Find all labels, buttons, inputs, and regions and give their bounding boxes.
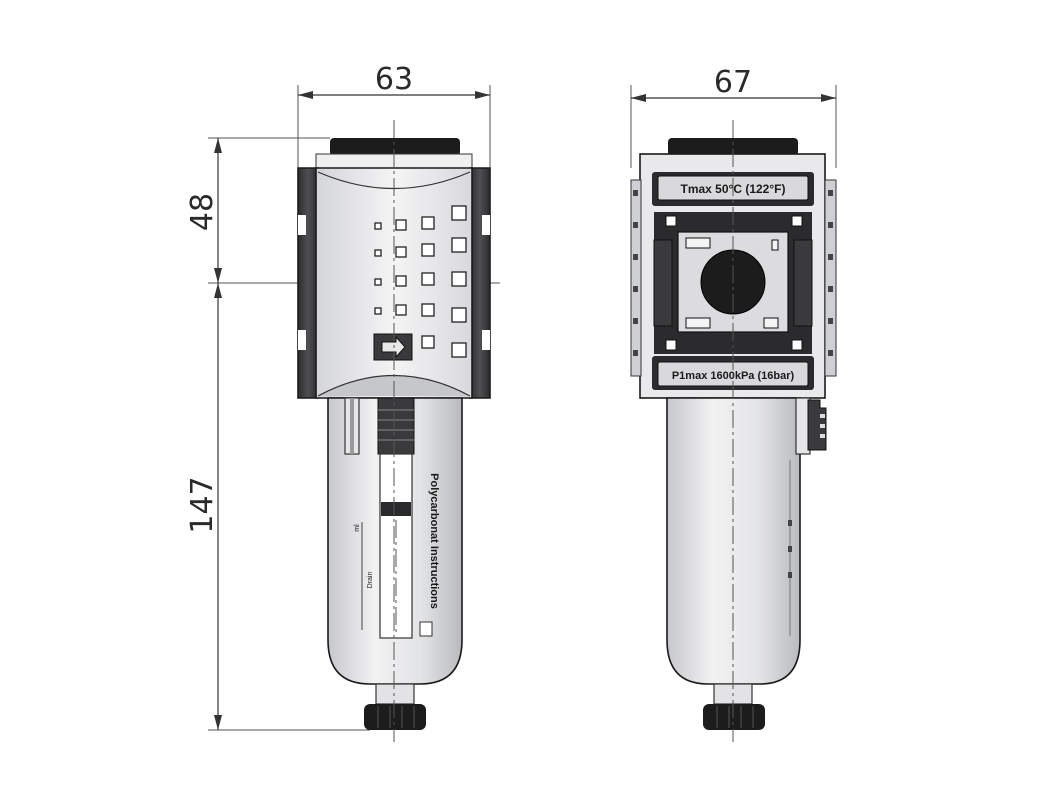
right-mid-side-l xyxy=(653,239,673,327)
left-view: 63 48 147 xyxy=(185,62,500,742)
right-bowl-mark-2 xyxy=(788,546,792,552)
upper-height-arrow-t xyxy=(214,138,222,153)
right-corner-sq-4 xyxy=(791,339,803,351)
left-sight-fill xyxy=(381,502,411,516)
right-side-ticks xyxy=(633,190,833,356)
bowl-small-label-2: ml xyxy=(354,524,361,532)
left-width-value: 63 xyxy=(375,62,413,97)
right-clip-teeth xyxy=(820,414,825,438)
left-knob-grip xyxy=(377,706,415,728)
right-drain-knob xyxy=(703,704,765,730)
port-tab-bl xyxy=(685,317,711,329)
bowl-small-label-1: Drain xyxy=(367,572,374,589)
left-width-arrow-r xyxy=(475,91,490,99)
right-side-strip-r xyxy=(824,179,837,377)
port-tab-tl xyxy=(685,237,711,249)
right-side-strip-l xyxy=(630,179,642,377)
right-width-arrow-l xyxy=(631,94,646,102)
left-square-grid xyxy=(374,205,467,358)
left-top-cap xyxy=(330,138,460,156)
left-knurl-lines xyxy=(378,409,414,441)
left-sight-guard2 xyxy=(350,398,354,454)
right-width-arrow-r xyxy=(821,94,836,102)
port-tab-tr xyxy=(771,239,779,251)
right-knob-grip xyxy=(716,706,754,728)
right-corner-sq-1 xyxy=(665,215,677,227)
left-side-notch-l2 xyxy=(298,330,306,350)
left-side-notch-r2 xyxy=(482,330,490,350)
left-side-block-r xyxy=(469,167,491,399)
right-view: 67 Tmax 50°C (122°F) P1max 1 xyxy=(630,65,837,742)
left-drain-knurl xyxy=(377,397,415,455)
right-bowl-mark-3 xyxy=(788,572,792,578)
left-width-arrow-l xyxy=(298,91,313,99)
lower-height-value: 147 xyxy=(185,476,220,533)
right-mid-side-r xyxy=(793,239,813,327)
lower-height-arrow-b xyxy=(214,715,222,730)
upper-height-value: 48 xyxy=(185,193,220,231)
port-tab-br xyxy=(763,317,779,329)
right-bowl-mark-1 xyxy=(788,520,792,526)
left-side-notch-l xyxy=(298,215,306,235)
left-drain-neck xyxy=(375,683,415,705)
left-side-block-l xyxy=(297,167,319,399)
bowl-instruction-text: Polycarbonat Instructions xyxy=(428,473,440,609)
right-corner-sq-2 xyxy=(791,215,803,227)
upper-height-arrow-b xyxy=(214,268,222,283)
right-top-cap xyxy=(668,138,798,156)
left-side-notch-r xyxy=(482,215,490,235)
left-drain-knob xyxy=(364,704,426,730)
right-corner-sq-3 xyxy=(665,339,677,351)
right-width-value: 67 xyxy=(714,65,752,100)
left-bowl-badge xyxy=(419,621,433,637)
lower-height-arrow-t xyxy=(214,283,222,298)
